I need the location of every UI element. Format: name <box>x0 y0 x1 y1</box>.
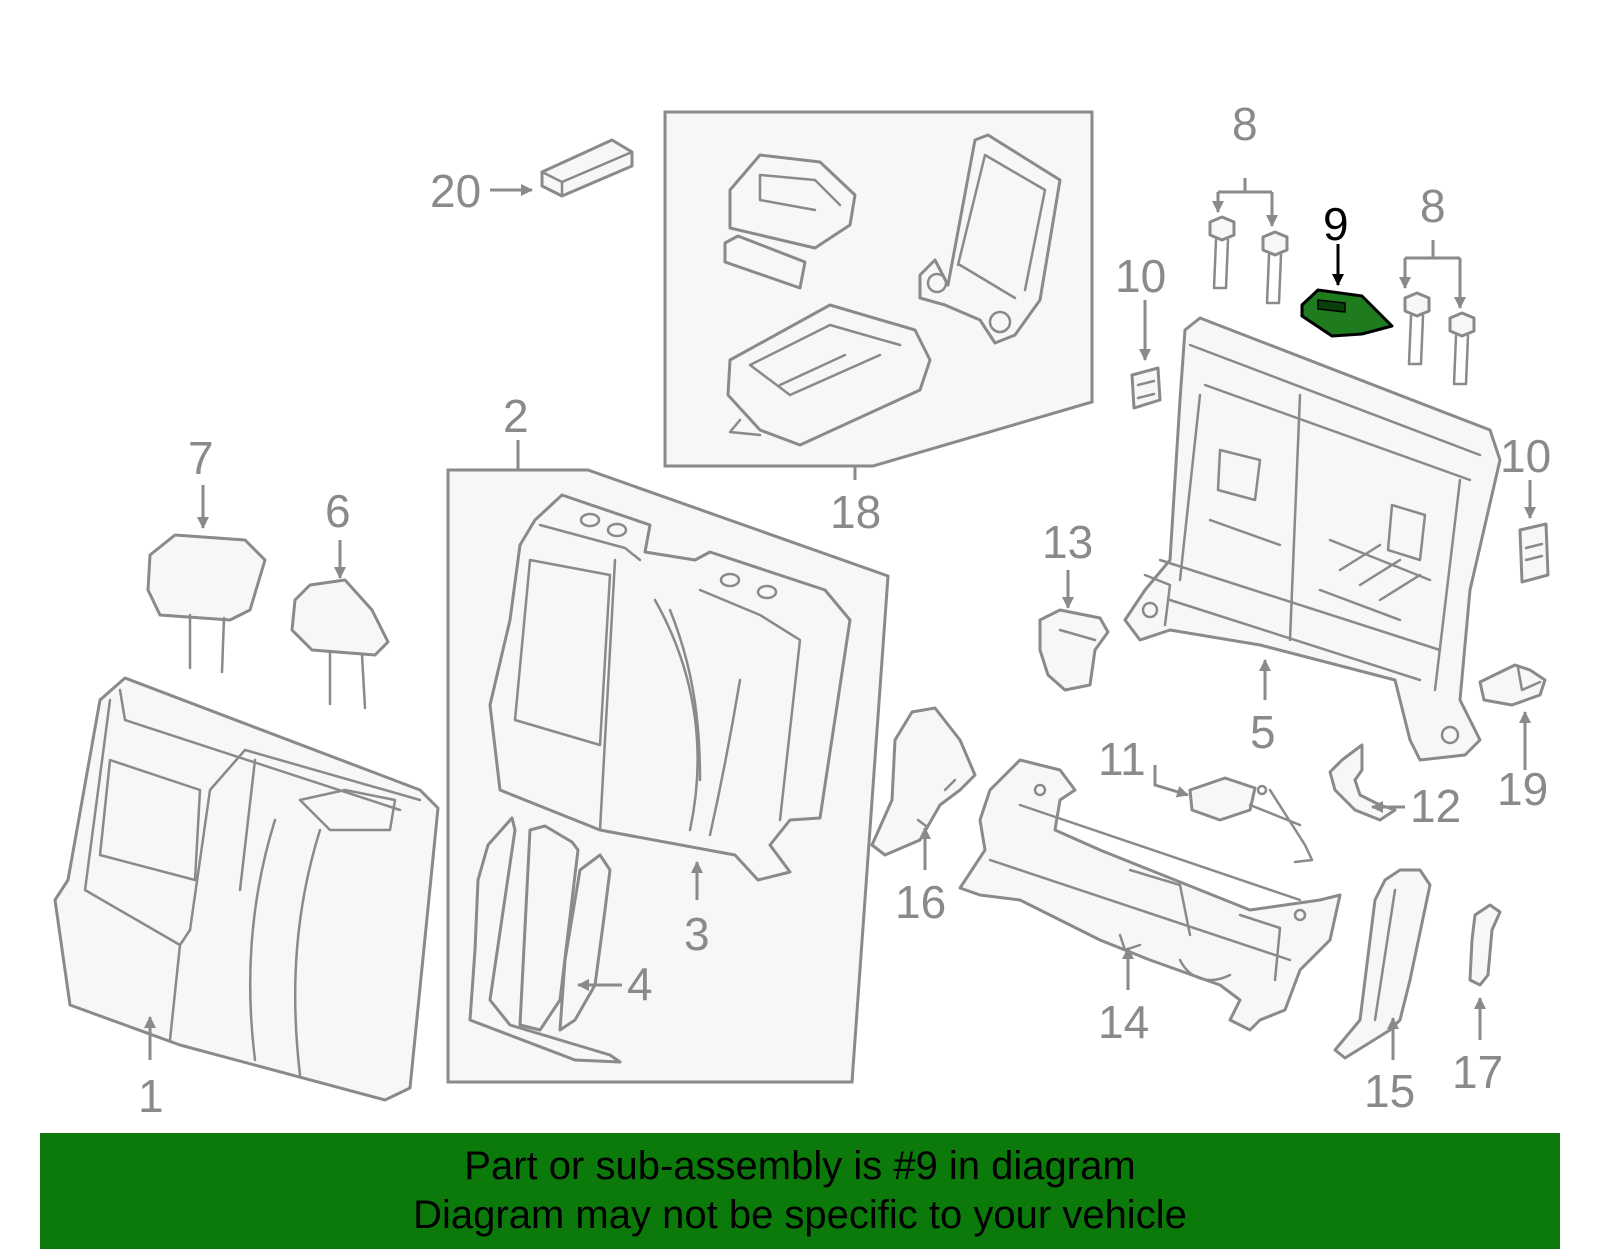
callout-17: 17 <box>1452 1046 1503 1098</box>
part-13-trim[interactable] <box>1038 608 1110 692</box>
banner-line-1: Part or sub-assembly is #9 in diagram <box>464 1144 1136 1188</box>
callout-20: 20 <box>430 165 481 217</box>
part-18-armrest-lid[interactable] <box>728 153 857 250</box>
part-20-cap[interactable] <box>540 138 634 198</box>
part-16-trim[interactable] <box>870 706 977 857</box>
callout-14: 14 <box>1098 996 1149 1048</box>
callout-11: 11 <box>1098 733 1146 785</box>
callout-8-right: 8 <box>1420 180 1446 232</box>
part-4-side-panel[interactable] <box>468 816 622 1064</box>
callout-5: 5 <box>1250 706 1276 758</box>
part-9-bracket-highlighted[interactable] <box>1300 288 1394 338</box>
info-banner: Part or sub-assembly is #9 in diagram Di… <box>40 1133 1560 1249</box>
part-11-latch[interactable] <box>1188 776 1314 864</box>
part-18-armrest-frame[interactable] <box>918 133 1062 345</box>
part-7-headrest[interactable] <box>146 533 267 674</box>
callout-16: 16 <box>895 876 946 928</box>
part-17-handle[interactable] <box>1468 903 1502 987</box>
part-10-clip-upper[interactable] <box>1130 366 1162 410</box>
part-8-bolt-group-left[interactable] <box>1208 215 1289 305</box>
part-1-seatback-cushion[interactable] <box>53 676 440 1102</box>
callout-18: 18 <box>830 486 881 538</box>
callout-2: 2 <box>503 390 529 442</box>
callout-10-upper: 10 <box>1115 250 1166 302</box>
callout-12: 12 <box>1410 780 1461 832</box>
callout-8-left: 8 <box>1232 98 1258 150</box>
part-14-seat-frame[interactable] <box>958 758 1342 1032</box>
callout-1: 1 <box>138 1070 164 1122</box>
callout-13: 13 <box>1042 516 1093 568</box>
part-18-armrest-body[interactable] <box>726 303 932 447</box>
callout-15: 15 <box>1364 1065 1415 1117</box>
part-6-headrest[interactable] <box>290 578 390 710</box>
callout-9: 9 <box>1323 198 1349 250</box>
part-10-clip-right[interactable] <box>1518 522 1550 584</box>
callout-19: 19 <box>1497 763 1548 815</box>
callout-4: 4 <box>627 958 653 1010</box>
callout-7: 7 <box>188 432 214 484</box>
leader-lines <box>144 178 1536 1060</box>
part-5-seatback-frame[interactable] <box>1123 316 1502 762</box>
part-18-armrest-pad[interactable] <box>723 234 807 290</box>
part-15-side-cover[interactable] <box>1333 868 1432 1060</box>
part-12-strap[interactable] <box>1328 743 1397 822</box>
callout-6: 6 <box>325 485 351 537</box>
part-8-bolt-group-right[interactable] <box>1403 291 1476 386</box>
callout-10-right: 10 <box>1500 430 1551 482</box>
part-3-seatback-cover[interactable] <box>488 493 852 882</box>
part-19-knob[interactable] <box>1478 663 1547 707</box>
callout-3: 3 <box>684 908 710 960</box>
banner-line-2: Diagram may not be specific to your vehi… <box>413 1193 1187 1237</box>
